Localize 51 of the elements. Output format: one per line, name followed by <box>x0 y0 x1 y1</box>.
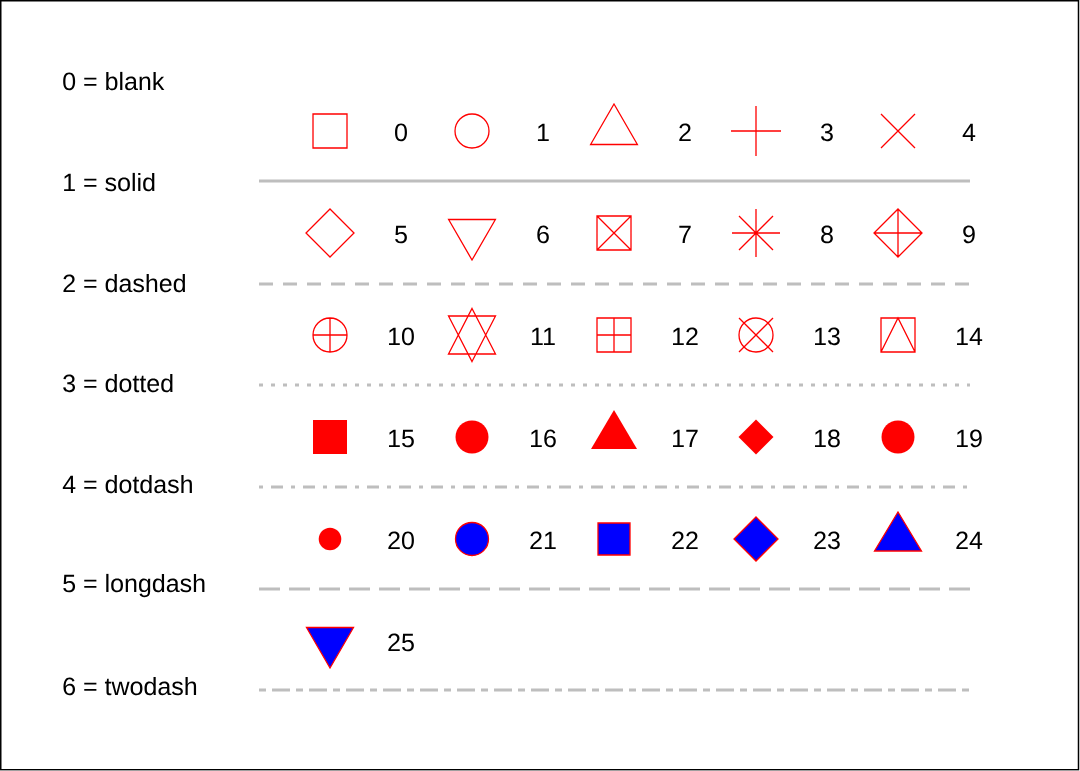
line-type-label: 0 = blank <box>63 71 165 91</box>
symbol-number: 15 <box>389 429 414 448</box>
line-type-label: 4 = dotdash <box>62 474 192 494</box>
symbol-number: 9 <box>963 225 975 244</box>
line-type-label: 2 = dashed <box>63 273 185 293</box>
symbol-number: 13 <box>815 327 840 346</box>
divided-diamond-marker <box>873 208 923 258</box>
symbol-number: 4 <box>962 123 976 141</box>
symbol-number: 25 <box>388 633 414 652</box>
square-triangle-marker <box>880 316 916 353</box>
line-type-label: 1 = solid <box>64 172 155 192</box>
symbol-number: 19 <box>957 429 982 448</box>
filled-circle-marker <box>455 420 489 454</box>
filled-circle-marker <box>881 420 915 454</box>
symbol-number: 22 <box>672 531 698 549</box>
symbol-number: 21 <box>530 531 556 549</box>
symbol-number: 11 <box>531 327 555 345</box>
diamond-marker <box>305 208 355 258</box>
line-type-label: 5 = longdash <box>63 573 205 598</box>
symbol-number: 12 <box>673 327 698 345</box>
star-marker <box>447 307 497 363</box>
symbol-number: 16 <box>531 429 556 448</box>
square-marker <box>312 113 348 149</box>
symbol-number: 3 <box>821 123 833 142</box>
filled-circle-marker <box>454 521 490 557</box>
symbol-number: 20 <box>388 531 414 550</box>
plus-marker <box>730 105 782 157</box>
symbol-number: 17 <box>673 429 698 447</box>
cross-marker <box>880 113 916 149</box>
symbol-number: 0 <box>395 123 407 142</box>
asterisk-marker <box>731 208 781 258</box>
circle-marker <box>454 113 490 149</box>
filled-square-marker <box>597 522 631 556</box>
dot-marker <box>318 527 342 551</box>
filled-diamond-marker <box>733 516 779 562</box>
symbol-number: 5 <box>395 225 407 244</box>
symbol-number: 1 <box>537 123 549 141</box>
symbol-number: 23 <box>814 531 840 550</box>
filled-diamond-marker <box>738 419 774 455</box>
symbol-number: 14 <box>957 327 983 345</box>
symbol-number: 2 <box>679 123 691 141</box>
symbol-number: 24 <box>956 531 983 549</box>
symbol-number: 8 <box>821 225 833 244</box>
filled-triangle-marker <box>591 410 637 449</box>
filled-square-marker <box>313 420 347 454</box>
symbol-number: 10 <box>389 327 414 346</box>
line-type-label: 3 = dotted <box>63 373 173 393</box>
symbol-number: 18 <box>815 429 840 448</box>
symbol-number: 7 <box>679 225 691 243</box>
line-type-label: 6 = twodash <box>63 676 197 696</box>
symbol-number: 6 <box>537 225 549 244</box>
